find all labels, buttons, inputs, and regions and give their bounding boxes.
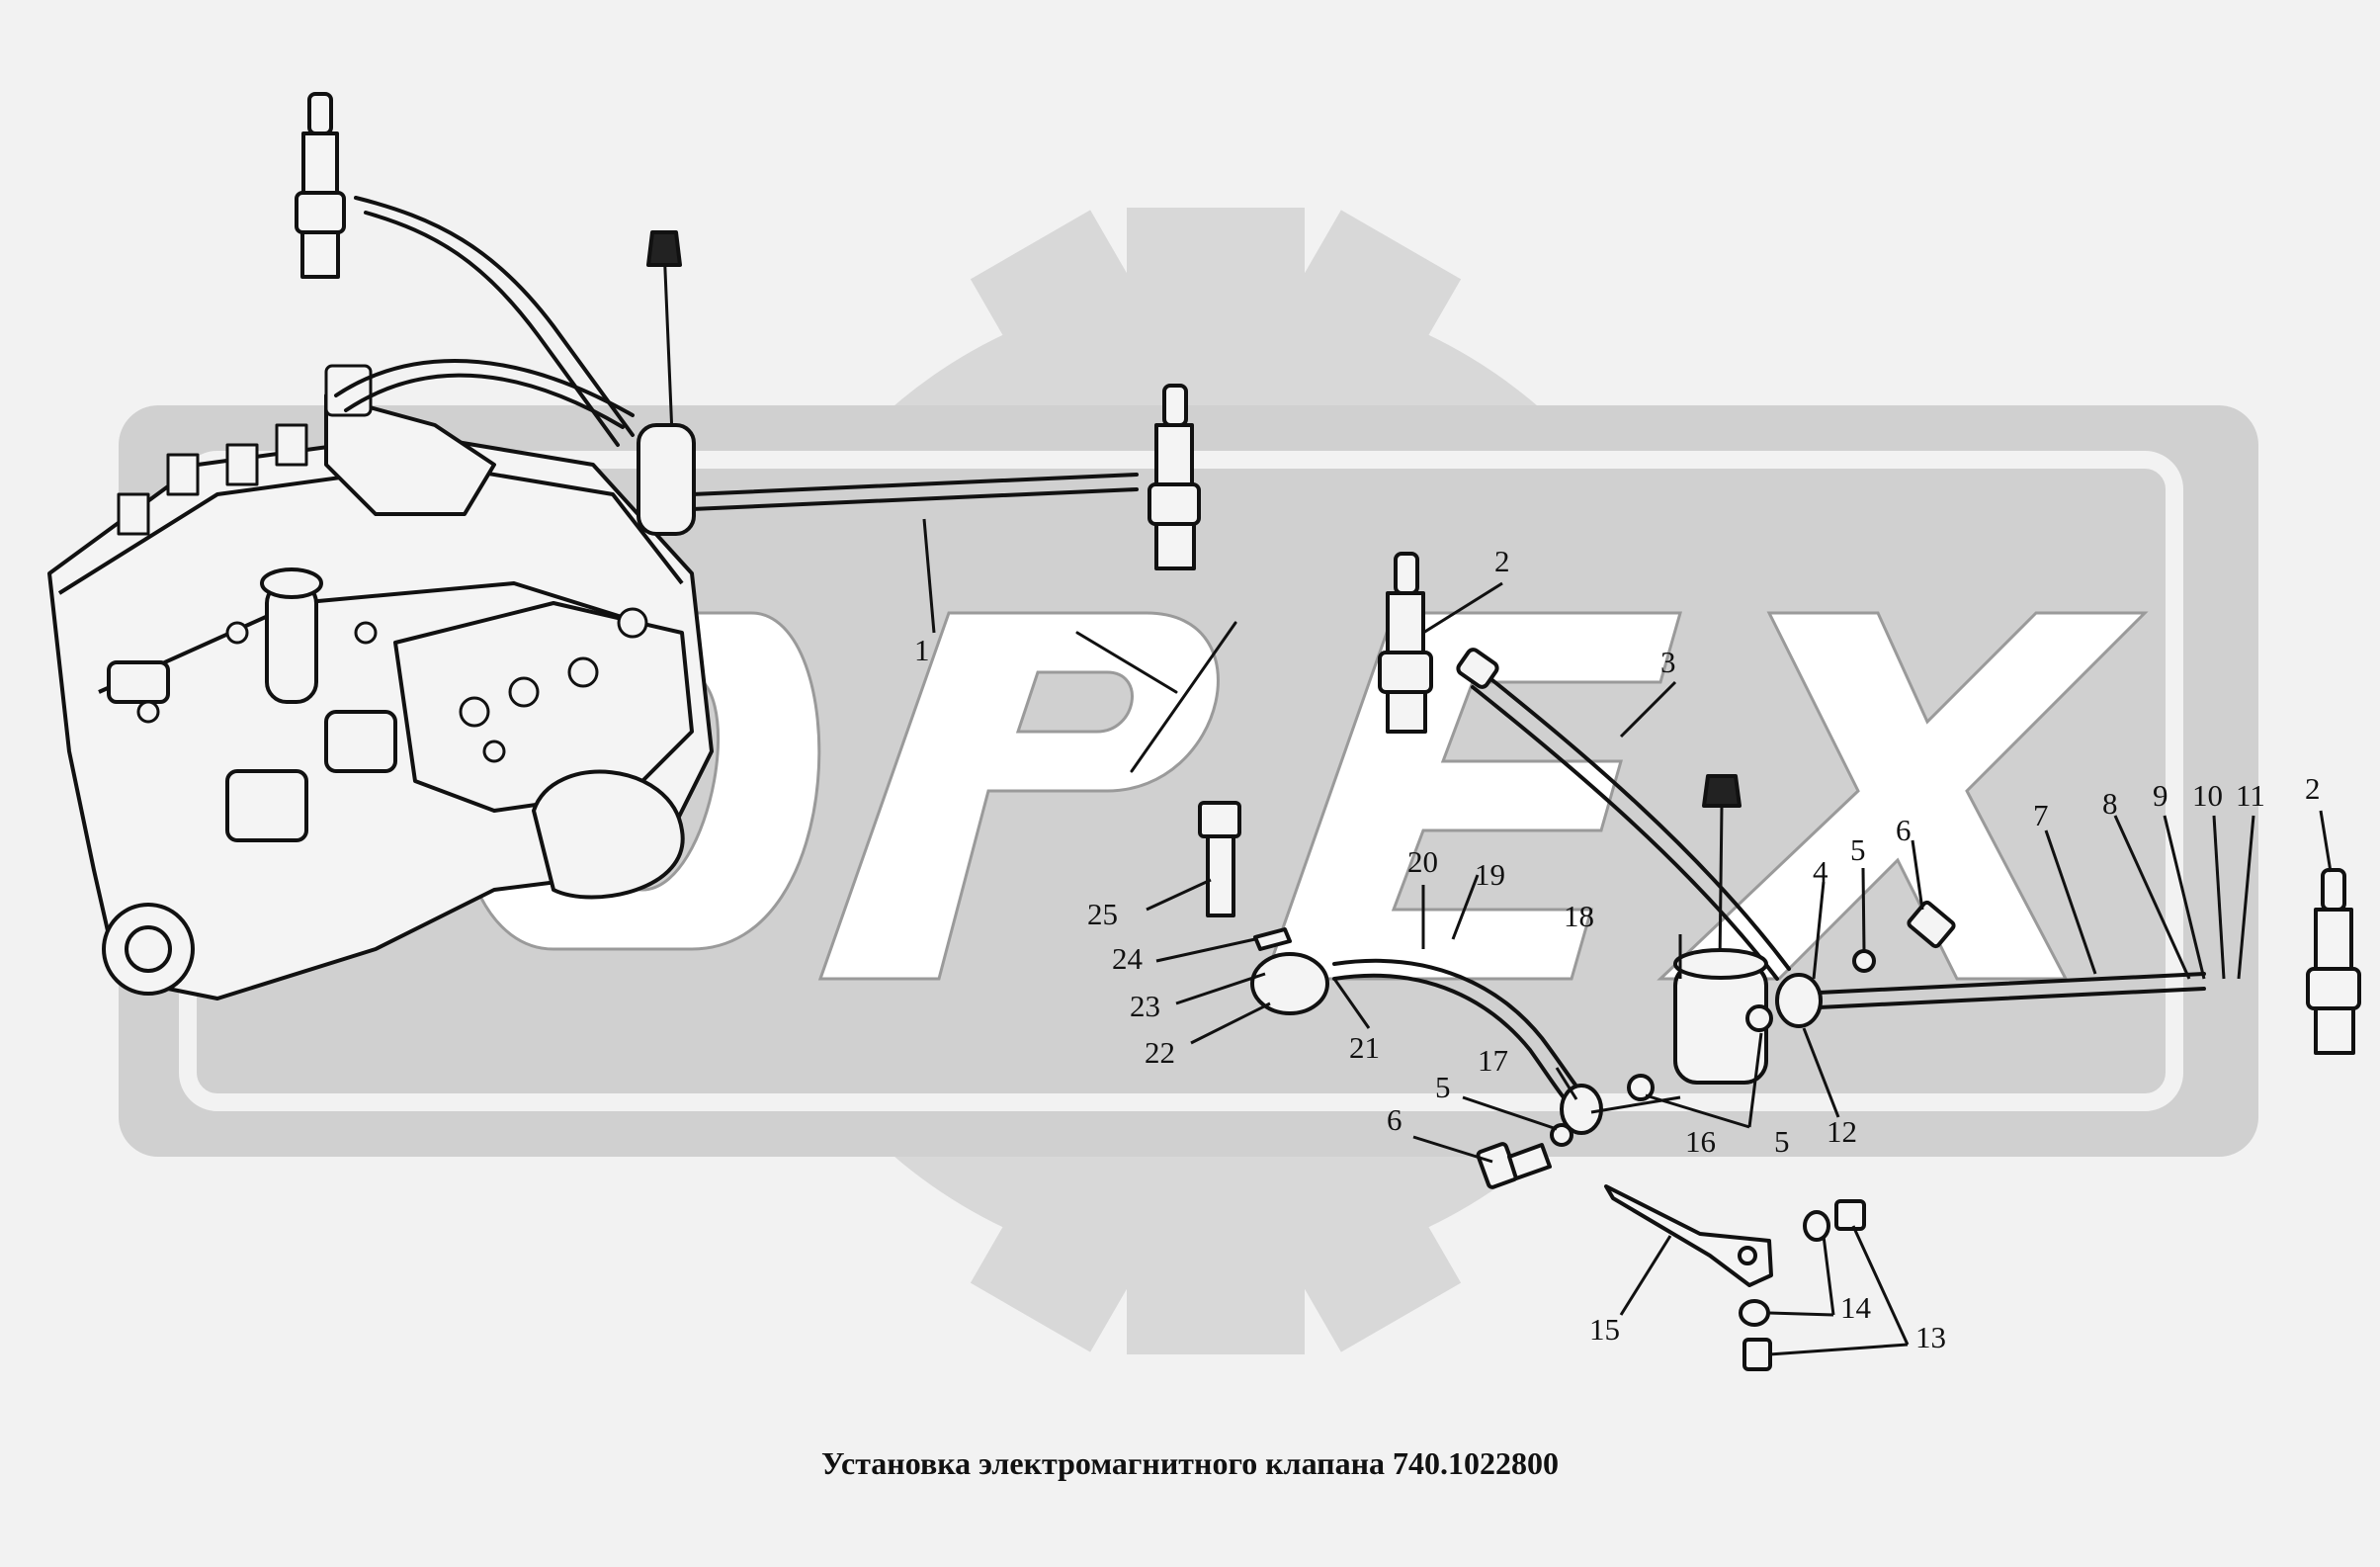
callout-8: 8 [2102, 786, 2118, 821]
callout-6a: 6 [1896, 813, 1912, 847]
callout-10: 10 [2192, 778, 2223, 813]
callout-labels: 1 2 2 3 4 5 5 5 6 6 7 8 9 10 11 12 13 14… [914, 544, 2321, 1354]
figure-caption: Установка электромагнитного клапана 740.… [820, 1445, 1560, 1481]
callout-23: 23 [1130, 989, 1160, 1023]
callout-2b: 2 [2305, 771, 2321, 806]
callout-5c: 5 [1774, 1124, 1790, 1159]
fuel-pump-assembly [47, 364, 714, 1001]
leader-lines [922, 518, 2333, 1356]
injector-top-center [1148, 384, 1201, 570]
injector-top-left [295, 92, 346, 279]
callout-5a: 5 [1850, 832, 1866, 867]
callout-19: 19 [1475, 857, 1505, 892]
components [295, 92, 2361, 1371]
callout-4: 4 [1813, 854, 1828, 889]
injector-2-right [2306, 868, 2361, 1055]
callout-7: 7 [2033, 798, 2049, 832]
callout-1: 1 [914, 633, 930, 667]
callout-25: 25 [1087, 897, 1118, 931]
callout-15: 15 [1589, 1312, 1620, 1347]
callout-3: 3 [1660, 645, 1676, 679]
callout-18: 18 [1564, 899, 1594, 933]
callout-16: 16 [1685, 1124, 1716, 1159]
callout-14: 14 [1840, 1290, 1872, 1325]
injector-2-center [1378, 552, 1433, 734]
callout-11: 11 [2236, 778, 2265, 813]
callout-5b: 5 [1435, 1070, 1451, 1104]
callout-12: 12 [1827, 1114, 1857, 1149]
callout-6b: 6 [1387, 1102, 1402, 1137]
callout-9: 9 [2153, 778, 2168, 813]
callout-24: 24 [1112, 941, 1144, 976]
callout-20: 20 [1407, 844, 1438, 879]
callout-21: 21 [1349, 1030, 1380, 1065]
callout-22: 22 [1145, 1035, 1175, 1070]
callout-2a: 2 [1494, 544, 1510, 578]
callout-13: 13 [1915, 1320, 1946, 1354]
fuel-lines [334, 196, 2206, 1117]
callout-17: 17 [1478, 1043, 1508, 1078]
